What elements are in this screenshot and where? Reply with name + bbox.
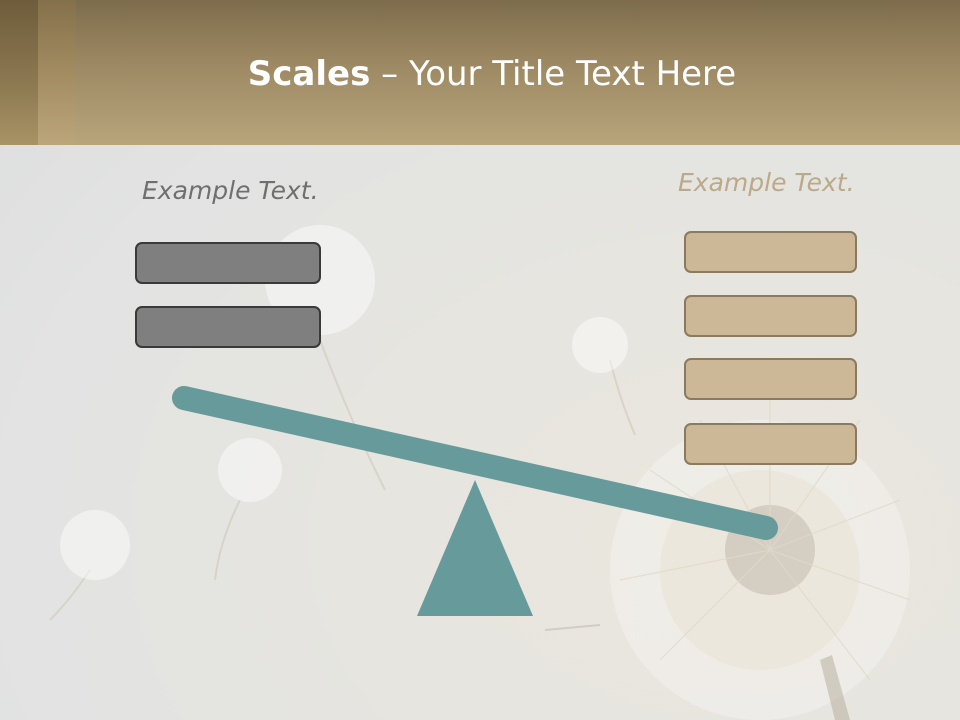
balance-beam[interactable]: [172, 386, 778, 540]
right-weight-box[interactable]: [684, 231, 857, 273]
title-bold: Scales: [247, 54, 371, 94]
header-accent-strip: [0, 0, 38, 145]
header-accent-strip: [38, 0, 76, 145]
right-example-text[interactable]: Example Text.: [678, 168, 855, 197]
right-weight-box[interactable]: [684, 423, 857, 465]
right-weight-box[interactable]: [684, 358, 857, 400]
left-example-text[interactable]: Example Text.: [142, 176, 319, 205]
fulcrum-triangle[interactable]: [417, 480, 533, 616]
right-weight-box[interactable]: [684, 295, 857, 337]
slide-title[interactable]: Scales – Your Title Text Here: [0, 52, 960, 96]
left-weight-box[interactable]: [135, 242, 321, 284]
left-weight-box[interactable]: [135, 306, 321, 348]
title-rest: – Your Title Text Here: [370, 54, 737, 94]
title-bar: [0, 0, 960, 145]
